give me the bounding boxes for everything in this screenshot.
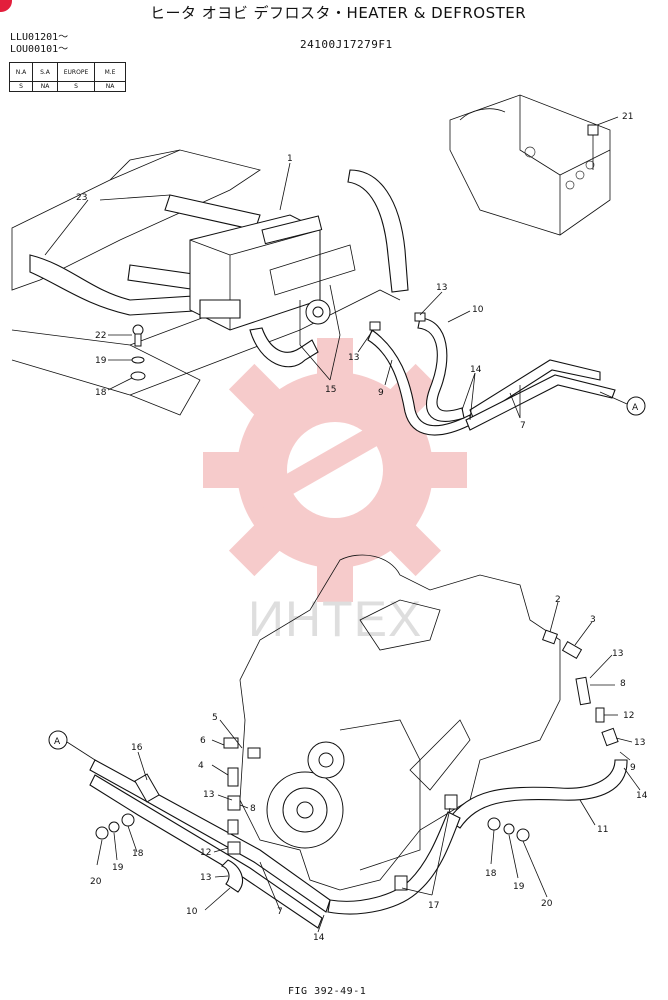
valve-21 xyxy=(587,124,599,170)
leader-lines-lower xyxy=(96,601,641,933)
heater-unit xyxy=(189,214,356,345)
callout-13: 13 xyxy=(348,353,359,363)
market-value: NA xyxy=(94,81,126,92)
callout-8: 8 xyxy=(250,804,256,814)
clamp-13a xyxy=(369,321,381,331)
callout-5: 5 xyxy=(212,713,218,723)
nut-20-right xyxy=(516,828,530,842)
washer-19 xyxy=(131,356,145,364)
callout-4: 4 xyxy=(198,761,204,771)
callout-6: 6 xyxy=(200,736,206,746)
clamp-17b xyxy=(394,875,408,891)
serial-range-1: LLU01201～ xyxy=(10,32,69,43)
callout-18: 18 xyxy=(132,849,144,859)
clamp-13b xyxy=(414,312,426,322)
callout-7: 7 xyxy=(520,421,526,431)
ref-circle-a-bottom xyxy=(48,730,68,750)
part-number: 24100J17279F1 xyxy=(300,38,393,51)
lower-duct xyxy=(249,327,319,368)
washer-18-left xyxy=(121,813,135,827)
callout-14: 14 xyxy=(636,791,648,801)
page-title: ヒータ オヨビ デフロスタ・HEATER & DEFROSTER xyxy=(150,4,527,22)
market-table: N.A S.A EUROPE M.E S NA S NA xyxy=(9,62,126,92)
hose-10-lower xyxy=(220,859,243,893)
callout-23: 23 xyxy=(76,193,87,203)
hose-10 xyxy=(417,317,465,422)
ref-label-a-top: A xyxy=(632,403,639,413)
intake-duct xyxy=(347,169,409,293)
callout-22: 22 xyxy=(95,331,106,341)
engine-block xyxy=(239,554,561,891)
callout-16: 16 xyxy=(131,743,143,753)
serial-range-2: LOU00101～ xyxy=(10,44,69,55)
fittings-right xyxy=(542,629,619,747)
pipe-16b xyxy=(89,774,323,929)
callout-13: 13 xyxy=(436,283,447,293)
callout-13: 13 xyxy=(634,738,645,748)
callout-9: 9 xyxy=(378,388,384,398)
callout-19: 19 xyxy=(112,863,124,873)
washer-19-left xyxy=(108,821,120,833)
callout-7: 7 xyxy=(277,907,283,917)
washer-18-right xyxy=(487,817,501,831)
callout-20: 20 xyxy=(541,899,553,909)
clamp-16 xyxy=(134,773,160,803)
lower-duct-2 xyxy=(199,299,241,319)
leader-lines-upper xyxy=(44,116,619,421)
watermark-text: ИНТЕХ xyxy=(248,591,423,647)
dashboard xyxy=(449,94,611,236)
ref-label-a-bottom: A xyxy=(54,737,61,747)
callout-2: 2 xyxy=(555,595,561,605)
ref-circle-a-top xyxy=(626,396,646,416)
callout-13: 13 xyxy=(200,873,211,883)
callout-10: 10 xyxy=(472,305,484,315)
callout-12: 12 xyxy=(200,848,211,858)
washer-19-right xyxy=(503,823,515,835)
bolt-22 xyxy=(132,324,144,347)
callout-8: 8 xyxy=(620,679,626,689)
callout-10: 10 xyxy=(186,907,198,917)
callout-18: 18 xyxy=(485,869,497,879)
callout-3: 3 xyxy=(590,615,596,625)
callout-13: 13 xyxy=(203,790,214,800)
callout-14: 14 xyxy=(470,365,482,375)
figure-number: FIG 392-49-1 xyxy=(288,986,367,997)
nut-20-left xyxy=(95,826,109,840)
callout-20: 20 xyxy=(90,877,102,887)
pipe-7b xyxy=(465,374,616,431)
callout-11: 11 xyxy=(597,825,608,835)
clamp-17a xyxy=(444,794,458,810)
callout-17: 17 xyxy=(428,901,439,911)
callout-19: 19 xyxy=(513,882,525,892)
callout-12: 12 xyxy=(623,711,634,721)
hose-11 xyxy=(447,759,628,829)
callout-1: 1 xyxy=(287,154,293,164)
washer-18 xyxy=(130,371,146,381)
callout-14: 14 xyxy=(313,933,325,943)
callout-9: 9 xyxy=(630,763,636,773)
callout-15: 15 xyxy=(325,385,336,395)
callout-21: 21 xyxy=(622,112,633,122)
callout-18: 18 xyxy=(95,388,107,398)
callout-19: 19 xyxy=(95,356,107,366)
callout-13: 13 xyxy=(612,649,623,659)
